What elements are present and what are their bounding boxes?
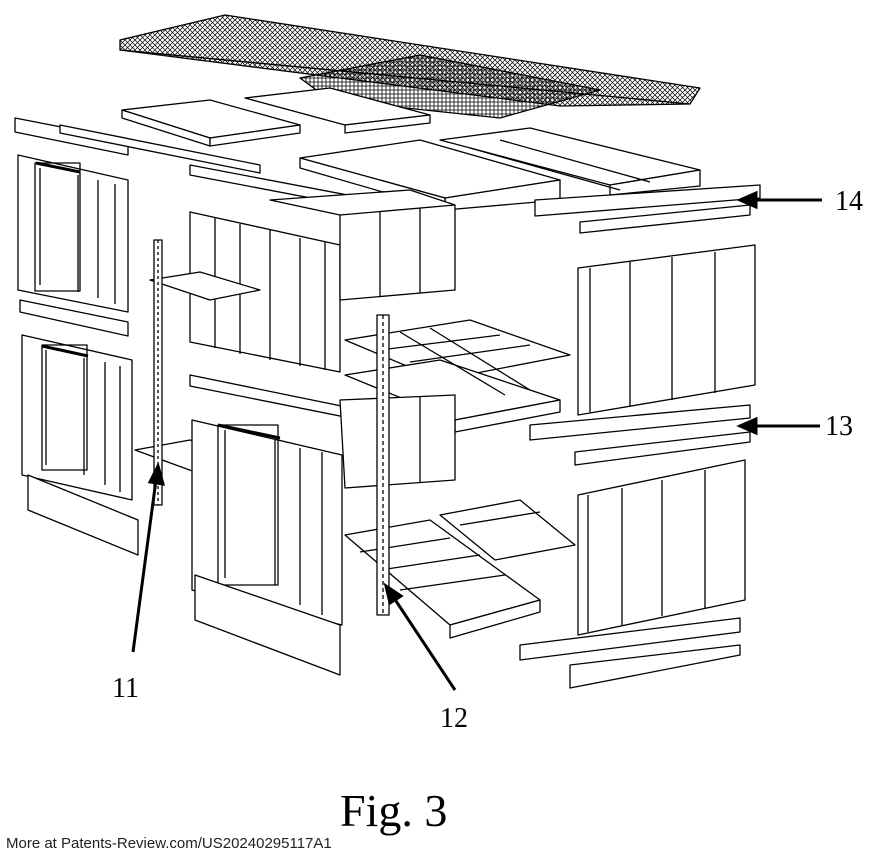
right-middle-beams (529, 404, 751, 466)
upper-left-wall (17, 154, 129, 313)
base-beams (27, 474, 741, 689)
upper-core (269, 189, 456, 301)
column-12 (376, 314, 390, 616)
middle-floor-slabs (134, 271, 571, 473)
lower-middle-wall (191, 419, 343, 626)
reference-label-11: 11 (112, 673, 139, 704)
column-11 (153, 239, 163, 506)
figure-caption: Fig. 3 (340, 785, 448, 836)
reference-label-13: 13 (825, 411, 853, 442)
leader-arrows (131, 190, 822, 691)
reference-label-12: 12 (440, 703, 468, 734)
lower-left-wall (21, 334, 133, 501)
upper-right-wall (577, 244, 756, 416)
lower-floor-slabs (344, 499, 576, 639)
lower-right-wall (577, 459, 746, 636)
lower-core (339, 394, 456, 489)
reference-label-14: 14 (835, 186, 863, 217)
upper-roof-panels (121, 87, 701, 211)
footer-source-link[interactable]: More at Patents-Review.com/US20240295117… (6, 835, 332, 852)
right-upper-beams (534, 184, 761, 234)
